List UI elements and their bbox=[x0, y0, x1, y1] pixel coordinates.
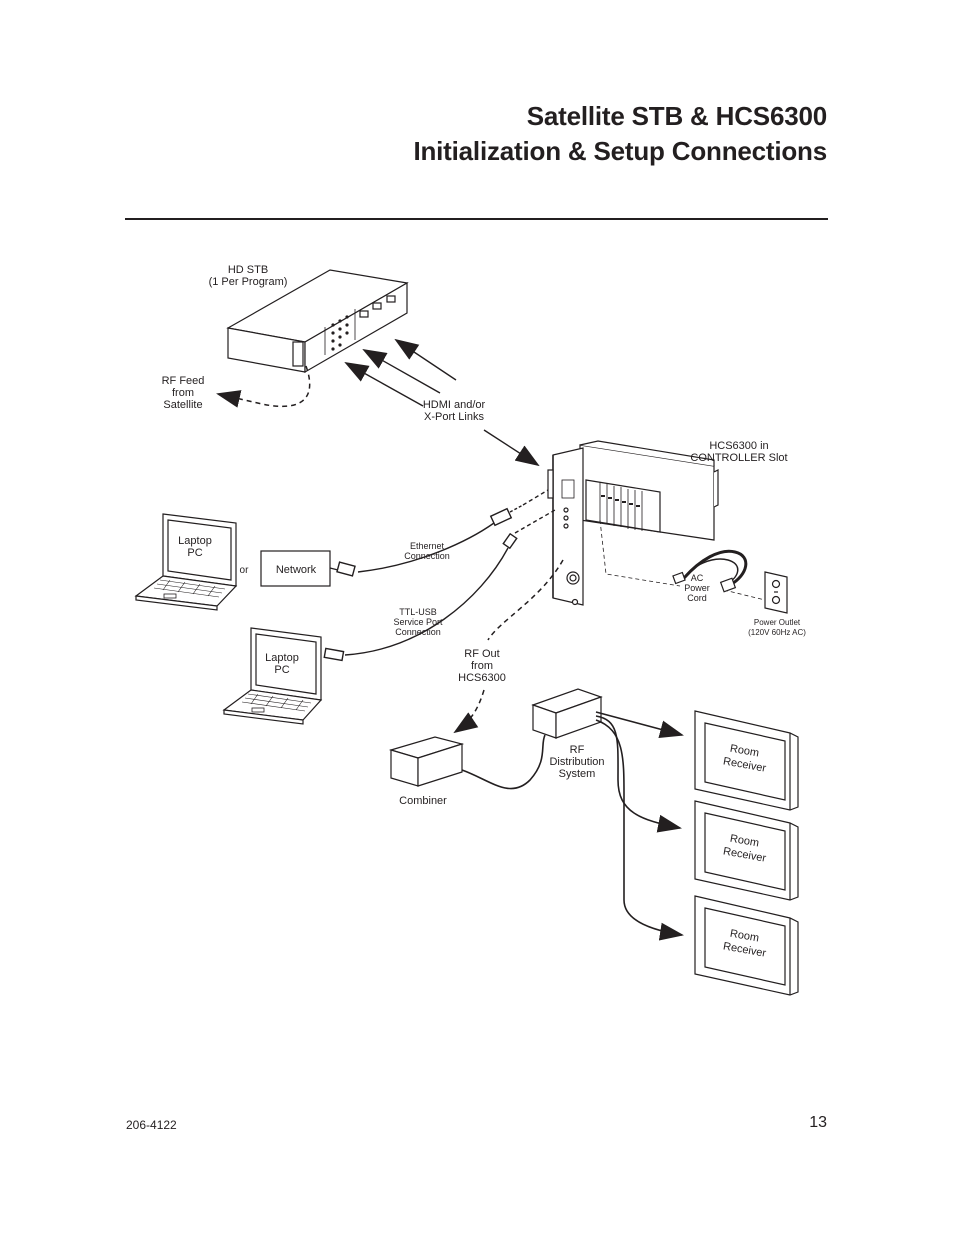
ac-cord-label-line1: AC bbox=[691, 573, 704, 583]
rf-distribution-box bbox=[531, 688, 603, 739]
hcs6300-label-line2: CONTROLLER Slot bbox=[690, 452, 787, 464]
ac-power-cord bbox=[672, 549, 748, 593]
rf-feed-label-line2: from bbox=[172, 387, 194, 399]
hcs6300-chassis bbox=[547, 440, 719, 606]
rf-out-dashed-bottom bbox=[453, 689, 485, 734]
ttl-usb-label-line1: TTL-USB bbox=[399, 607, 437, 617]
ac-cord-label-line3: Cord bbox=[687, 593, 707, 603]
page-title-line-2: Initialization & Setup Connections bbox=[413, 136, 827, 166]
ethernet-label-line1: Ethernet bbox=[410, 541, 445, 551]
hd-stb-label-line1: HD STB bbox=[228, 264, 268, 276]
rf-out-label-line1: RF Out bbox=[464, 648, 499, 660]
ttl-usb-label-line3: Connection bbox=[395, 627, 441, 637]
laptop-1 bbox=[134, 513, 238, 611]
rf-feed-label-line1: RF Feed bbox=[162, 375, 205, 387]
page-title-line-1: Satellite STB & HCS6300 bbox=[526, 101, 827, 131]
rf-out-label-line3: HCS6300 bbox=[458, 672, 506, 684]
hd-stb-device bbox=[226, 269, 409, 374]
laptop-1-label-line2: PC bbox=[187, 547, 202, 559]
power-outlet-label-line1: Power Outlet bbox=[754, 618, 801, 627]
combiner-cable bbox=[461, 734, 546, 790]
document-number: 206-4122 bbox=[126, 1118, 177, 1132]
room-receiver-1-label-line1: Room bbox=[729, 743, 760, 760]
title-divider bbox=[125, 218, 828, 220]
room-receiver-2-label-line1: Room bbox=[729, 833, 760, 850]
network-label: Network bbox=[276, 564, 317, 576]
laptop-2 bbox=[222, 627, 323, 725]
or-label: or bbox=[240, 565, 250, 576]
rf-dist-label-line1: RF bbox=[570, 744, 585, 756]
hdmi-links-label-line1: HDMI and/or bbox=[423, 399, 486, 411]
hd-stb-label-line2: (1 Per Program) bbox=[209, 276, 288, 288]
ttl-usb-cable bbox=[323, 509, 556, 662]
page-number: 13 bbox=[809, 1114, 827, 1131]
rf-dist-label-line2: Distribution bbox=[549, 756, 604, 768]
hcs6300-label-line1: HCS6300 in bbox=[709, 440, 768, 452]
room-receiver-1 bbox=[694, 710, 799, 811]
laptop-1-label-line1: Laptop bbox=[178, 535, 212, 547]
laptop-2-label-line2: PC bbox=[274, 664, 289, 676]
rf-feed-dashed-line bbox=[216, 365, 311, 408]
guide-dashed-lines bbox=[599, 519, 766, 601]
power-outlet bbox=[764, 571, 788, 614]
rf-dist-label-line3: System bbox=[559, 768, 596, 780]
network-box bbox=[260, 550, 331, 587]
combiner-label: Combiner bbox=[399, 795, 447, 807]
room-receiver-3-label-line1: Room bbox=[729, 928, 760, 945]
power-outlet-label-line2: (120V 60Hz AC) bbox=[748, 628, 806, 637]
rf-out-label-line2: from bbox=[471, 660, 493, 672]
combiner-box bbox=[388, 736, 465, 787]
hdmi-links-label-line2: X-Port Links bbox=[424, 411, 484, 423]
ttl-usb-label-line2: Service Port bbox=[393, 617, 443, 627]
ethernet-label-line2: Connection bbox=[404, 551, 450, 561]
room-receiver-3 bbox=[694, 895, 799, 996]
ac-cord-label-line2: Power bbox=[684, 583, 710, 593]
room-receiver-2 bbox=[694, 800, 799, 901]
ethernet-cable bbox=[329, 489, 549, 577]
distribution-lines bbox=[595, 711, 684, 941]
laptop-2-label-line1: Laptop bbox=[265, 652, 299, 664]
rf-feed-label-line3: Satellite bbox=[163, 399, 202, 411]
rf-out-dashed-top bbox=[487, 559, 564, 641]
hdmi-arrows bbox=[344, 338, 540, 467]
